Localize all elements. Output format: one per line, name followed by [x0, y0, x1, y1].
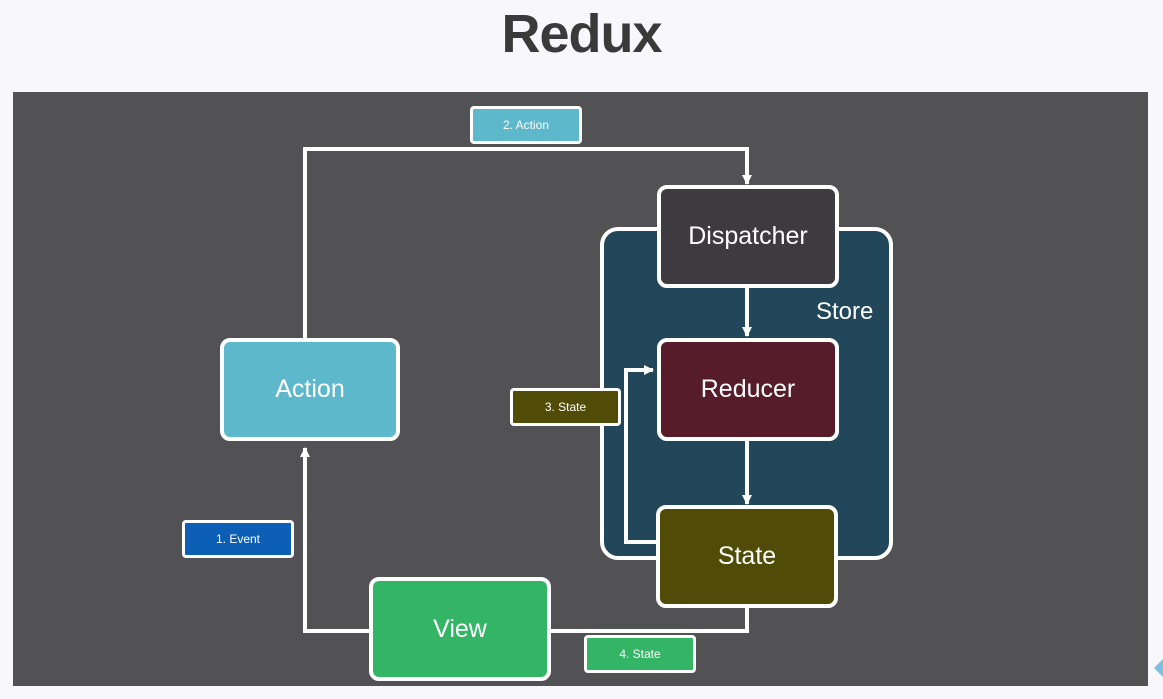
edge-label-event-text: 1. Event	[215, 532, 261, 546]
store-label: Store	[816, 298, 874, 325]
reducer-node-label: Reducer	[700, 375, 796, 403]
arrow-state-to-reducer	[624, 365, 658, 544]
edge-label-state-loop-text: 3. State	[544, 400, 587, 414]
diagram-canvas: Store Action Dispatcher	[13, 92, 1148, 686]
state-node: State	[656, 505, 838, 608]
view-node-label: View	[433, 614, 487, 643]
edge-label-event: 1. Event	[182, 520, 294, 558]
collapse-arrow-icon[interactable]	[1154, 659, 1163, 677]
action-node-label: Action	[275, 375, 345, 403]
edge-label-state-view: 4. State	[584, 635, 696, 673]
line-state-to-view	[547, 606, 749, 633]
edge-label-state-loop: 3. State	[510, 388, 621, 426]
dispatcher-node-label: Dispatcher	[688, 222, 808, 250]
view-node: View	[369, 577, 551, 681]
action-node: Action	[220, 338, 400, 441]
reducer-node: Reducer	[657, 338, 839, 441]
edge-label-action-text: 2. Action	[502, 118, 550, 132]
page-title: Redux	[501, 4, 662, 64]
edge-label-action: 2. Action	[470, 106, 582, 144]
dispatcher-node: Dispatcher	[657, 185, 839, 288]
arrow-action-to-dispatcher	[303, 147, 752, 338]
flow-arrows	[300, 147, 752, 633]
edge-label-state-view-text: 4. State	[619, 647, 661, 661]
state-node-label: State	[717, 542, 777, 570]
arrow-view-to-action	[300, 447, 373, 633]
